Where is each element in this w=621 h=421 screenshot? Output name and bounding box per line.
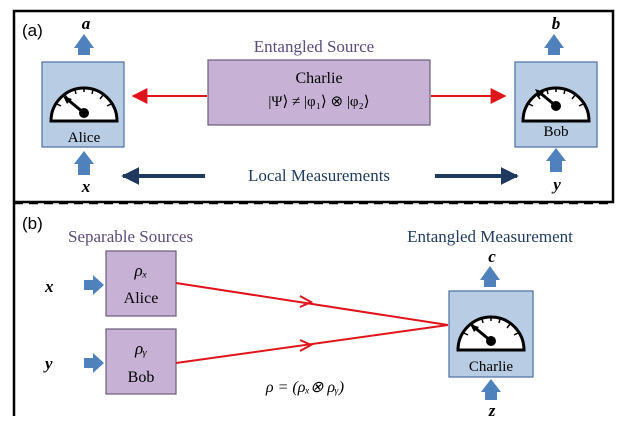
bob-device: b Bob y	[514, 14, 598, 194]
bob-input-label: y	[551, 175, 561, 194]
local-measurements-label: Local Measurements	[248, 166, 390, 185]
separable-sources-title: Separable Sources	[68, 227, 193, 246]
panel-b-label: (b)	[22, 214, 43, 233]
state-expression: |Ψ⟩ ≠ |φ₁⟩ ⊗ |φ₂⟩	[268, 94, 369, 110]
panel-b: (b) Separable Sources Entangled Measurem…	[12, 203, 573, 420]
rho-expression: ρ = (ρₓ⊗ ρᵧ)	[265, 379, 344, 396]
alice-output-label: a	[82, 14, 91, 33]
measurement-dial-icon	[456, 315, 526, 352]
input-arrow-icon	[481, 379, 501, 400]
red-line-bob-charlie	[175, 324, 449, 364]
entangled-measurement-title: Entangled Measurement	[407, 227, 573, 246]
bob-source-name: Bob	[128, 369, 155, 386]
alice-input-label: x	[81, 177, 91, 196]
panel-a-label: (a)	[22, 21, 43, 40]
alice-source-input: x	[44, 277, 54, 296]
alice-source-name: Alice	[124, 290, 159, 307]
panel-a: (a) Entangled Source Charlie |Ψ⟩ ≠ |φ₁⟩ …	[12, 9, 615, 204]
charlie-source-box	[207, 59, 431, 126]
output-arrow-icon	[480, 266, 500, 287]
entangled-source-title: Entangled Source	[254, 37, 374, 56]
alice-name: Alice	[68, 130, 101, 146]
alice-source-box	[105, 250, 177, 317]
charlie-name: Charlie	[469, 359, 513, 375]
alice-rho: ρₓ	[134, 261, 148, 280]
bob-name: Bob	[543, 124, 568, 140]
measurement-dial-icon	[49, 86, 119, 123]
red-arrowhead-lower	[299, 339, 314, 352]
input-arrow-icon	[84, 275, 104, 295]
alice-source: x ρₓ Alice	[44, 250, 177, 317]
charlie-source-label: Charlie	[295, 70, 342, 87]
red-line-alice-charlie	[175, 282, 449, 326]
input-arrow-icon	[546, 148, 566, 172]
input-arrow-icon	[84, 353, 104, 373]
output-arrow-icon	[74, 34, 94, 55]
measurement-dial-icon	[521, 86, 591, 123]
charlie-input-label: z	[488, 401, 496, 420]
alice-device: a Alice x	[41, 14, 125, 196]
bob-rho: ρᵧ	[134, 339, 147, 358]
bob-source-box	[105, 328, 177, 395]
bob-source: y ρᵧ Bob	[43, 328, 177, 395]
bob-output-label: b	[552, 14, 561, 33]
output-arrow-icon	[544, 34, 564, 55]
input-arrow-icon	[74, 151, 94, 175]
panel-a-frame	[12, 9, 615, 204]
charlie-output-label: c	[488, 247, 496, 266]
charlie-device: c Charlie z	[448, 247, 534, 420]
bob-source-input: y	[43, 354, 53, 373]
red-arrowhead-upper	[299, 295, 314, 308]
